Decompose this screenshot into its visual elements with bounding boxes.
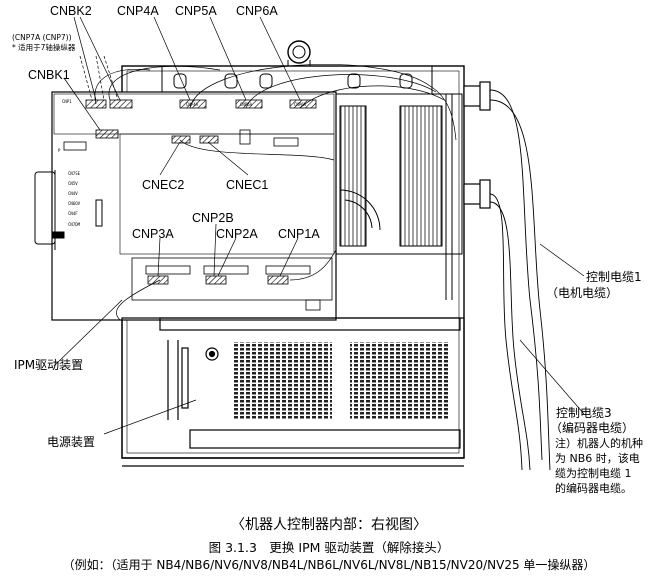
note-line-4: 的编码器电缆。: [555, 481, 632, 495]
heat-sink-panel: [335, 93, 463, 300]
label-cnp1a: CNP1A: [278, 227, 320, 241]
label-cnec1: CNEC1: [226, 178, 269, 192]
note-nb6: 注）机器人的机种 为 NB6 时，该电 缆为控制电缆 1 的编码器电缆。: [555, 437, 643, 496]
label-ipm-drive: IPM驱动装置: [14, 358, 84, 372]
label-cnbk1: CNBK1: [28, 68, 70, 82]
cnp7-dashed: [79, 55, 119, 101]
base-plate: [122, 457, 464, 467]
caption-figure: 图 3.1.3 更换 IPM 驱动装置（解除接头）: [208, 540, 450, 555]
label-cnp7-line2: * 适用于7轴操纵器: [12, 43, 76, 52]
label-cnp6a: CNP6A: [236, 4, 278, 18]
leader-lines: [53, 16, 585, 435]
external-cables: [489, 89, 551, 471]
label-cable3-line1: 控制电缆3: [556, 406, 612, 420]
label-cnbk2: CNBK2: [50, 4, 92, 18]
label-cnp3a: CNP3A: [132, 227, 174, 241]
controller-interior-diagram: CNP1 CNP4A CNP5A CNP6A P CN7SE CN5V CN4V…: [12, 4, 643, 496]
svg-text:CN6OV: CN6OV: [68, 201, 81, 206]
label-cable3-line2: （编码器电缆）: [550, 421, 635, 435]
svg-text:CNP1: CNP1: [62, 99, 72, 104]
board-silkscreen: CNP1 CNP4A CNP5A CNP6A P CN7SE CN5V CN4V…: [58, 99, 307, 227]
label-cnp5a: CNP5A: [175, 4, 217, 18]
label-cable1-line2: （电机电缆）: [546, 286, 619, 300]
svg-text:P: P: [58, 148, 61, 153]
svg-text:CNP4A: CNP4A: [186, 102, 199, 107]
wiring-harness: [94, 64, 457, 321]
ipm-main-board: [51, 91, 337, 321]
svg-text:CN4F: CN4F: [68, 211, 78, 216]
svg-text:CN5V: CN5V: [68, 181, 78, 186]
svg-text:CNP6A: CNP6A: [294, 102, 307, 107]
label-power-unit: 电源装置: [47, 435, 96, 449]
controller-drawing: CNP1 CNP4A CNP5A CNP6A P CN7SE CN5V CN4V…: [34, 16, 585, 471]
label-cable1-line1: 控制电缆1: [586, 270, 642, 284]
caption-example: （例如：（适用于 NB4/NB6/NV6/NV8/NB4L/NB6L/NV6L/…: [62, 558, 596, 572]
power-unit: [121, 317, 465, 459]
caption-view: 〈机器人控制器内部：右视图〉: [231, 517, 427, 533]
label-cnp7-line1: (CNP7A (CNP7)): [12, 33, 72, 42]
svg-text:CNP5A: CNP5A: [240, 102, 253, 107]
svg-text:CN7SE: CN7SE: [68, 171, 81, 176]
left-panel: [34, 170, 103, 250]
label-cnp2a: CNP2A: [216, 227, 258, 241]
note-line-2: 为 NB6 时，该电: [555, 451, 640, 465]
label-cnec2: CNEC2: [142, 178, 185, 192]
note-line-3: 缆为控制电缆 1: [555, 466, 632, 480]
label-cnp2b: CNP2B: [192, 211, 234, 225]
label-cnp4a: CNP4A: [117, 4, 159, 18]
svg-text:CN7DM: CN7DM: [68, 222, 81, 227]
cable-glands: [463, 81, 491, 209]
note-line-1: 注）机器人的机种: [555, 437, 643, 450]
top-connectors: [63, 99, 317, 151]
svg-text:CN4V: CN4V: [68, 191, 78, 196]
lower-connectors: [131, 257, 333, 311]
